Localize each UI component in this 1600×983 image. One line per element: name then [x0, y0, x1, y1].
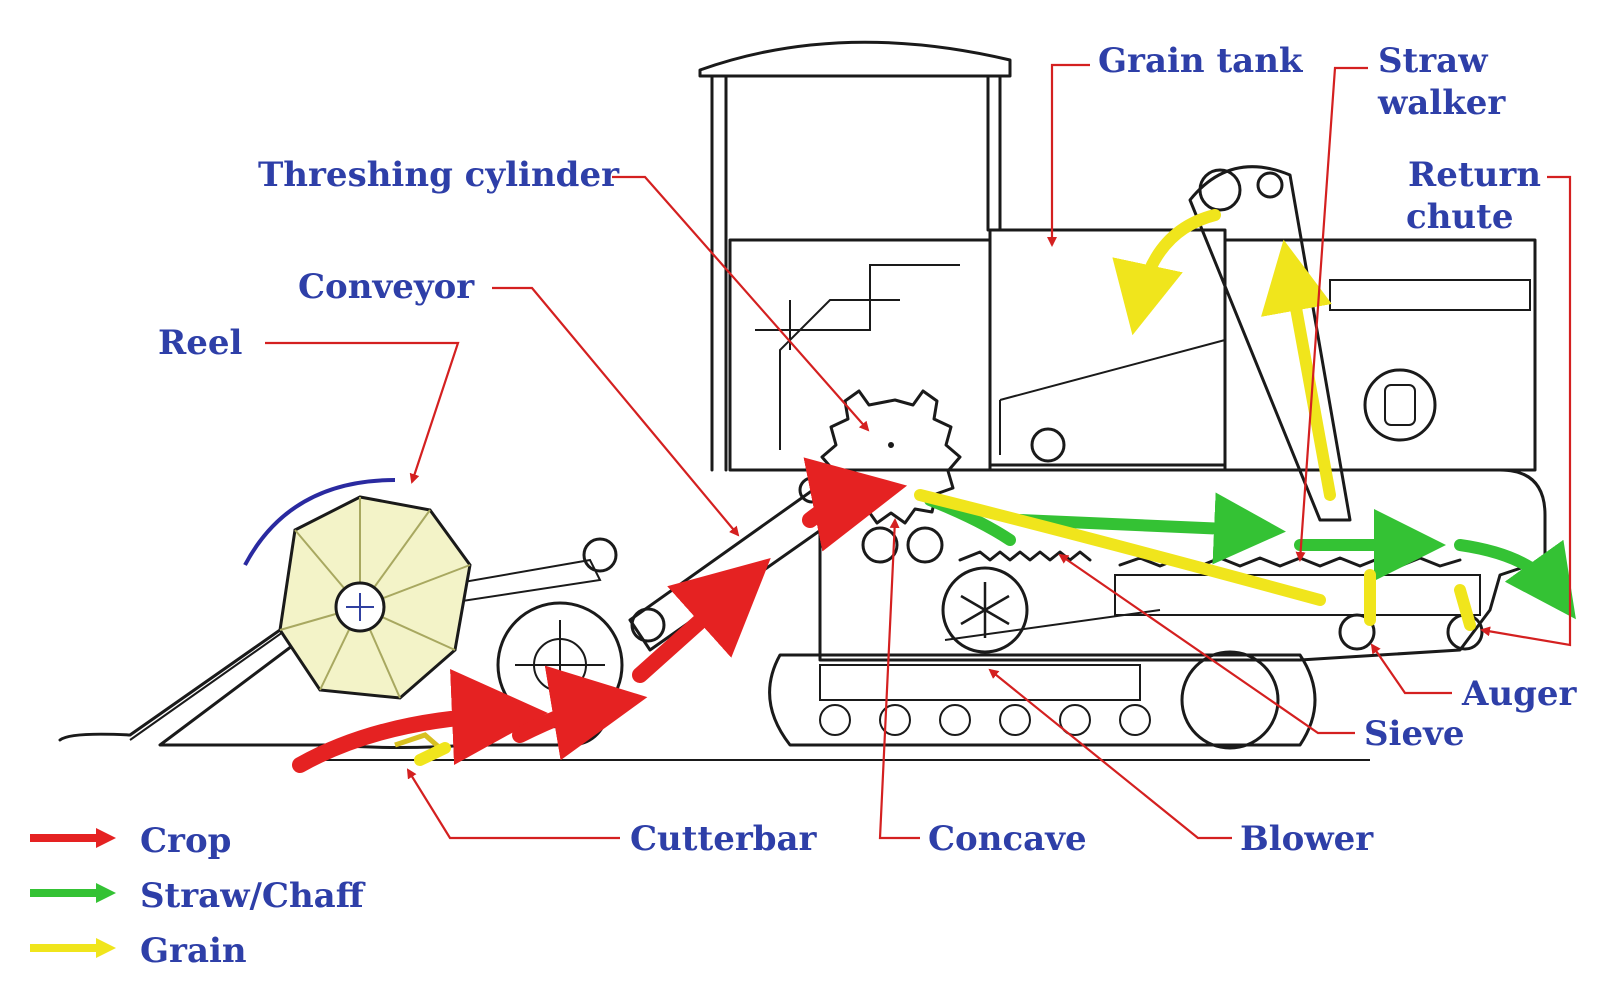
- leader-return-chute: [1480, 175, 1572, 647]
- crawler-track: [768, 653, 1317, 747]
- crop-flow: [292, 457, 908, 773]
- crop-arrow-cylinder: [802, 457, 908, 552]
- label-threshing-cylinder: Threshing cylinder: [258, 155, 620, 195]
- leader-cutterbar: [406, 768, 620, 840]
- conveyor-lower-roller: [630, 607, 666, 643]
- grain-arrow-elevator: [1261, 239, 1336, 501]
- label-straw-walker-1: Straw: [1378, 41, 1488, 81]
- label-straw-walker-2: walker: [1377, 83, 1506, 123]
- tank-auger-roller: [1030, 427, 1066, 463]
- label-auger: Auger: [1461, 674, 1578, 714]
- label-blower: Blower: [1240, 819, 1374, 859]
- label-cutterbar: Cutterbar: [630, 819, 818, 859]
- label-conveyor: Conveyor: [298, 267, 475, 307]
- cab-roof: [698, 40, 1012, 78]
- leader-lines: [265, 63, 1572, 840]
- leader-straw-walker: [1295, 66, 1368, 562]
- track-drive-sprocket: [1180, 650, 1280, 750]
- legend-label-crop: Crop: [140, 821, 231, 861]
- leader-sieve: [1058, 553, 1355, 735]
- straw-arrow-exit: [1454, 539, 1576, 620]
- auger-left: [1338, 613, 1376, 651]
- engine-wheel: [1363, 368, 1437, 442]
- cutterbar-blade: [394, 732, 442, 750]
- leader-concave: [878, 518, 920, 840]
- label-sieve: Sieve: [1364, 714, 1465, 754]
- crop-arrow-conveyor: [632, 557, 771, 683]
- leader-grain-tank: [1047, 63, 1090, 247]
- legend-label-straw-chaff: Straw/Chaff: [140, 876, 366, 916]
- label-return-chute-1: Return: [1408, 155, 1541, 195]
- engine-housing: [1223, 238, 1537, 472]
- legend: Crop Straw/Chaff Grain: [30, 821, 366, 971]
- legend-item-grain: Grain: [30, 931, 247, 971]
- concave-roller-1: [861, 526, 899, 564]
- label-return-chute-2: chute: [1406, 197, 1513, 237]
- feeder-conveyor: [628, 483, 837, 652]
- crop-arrow-intake: [292, 669, 548, 773]
- crop-arrow-auger: [512, 665, 648, 761]
- legend-label-grain: Grain: [140, 931, 247, 971]
- machine-drawing: [58, 40, 1547, 761]
- grain-flow: [414, 209, 1476, 766]
- straw-arrow-1: [1014, 492, 1286, 565]
- leader-blower: [988, 668, 1232, 840]
- legend-item-crop: Crop: [30, 821, 231, 861]
- labels: Reel Conveyor Threshing cylinder Grain t…: [158, 41, 1578, 859]
- grain-tank-box: [988, 228, 1227, 467]
- leader-threshing-cylinder: [612, 175, 870, 432]
- reel-rotation-arc: [243, 478, 396, 566]
- label-reel: Reel: [158, 323, 243, 363]
- concave-roller-2: [906, 526, 944, 564]
- cab-body: [728, 238, 992, 472]
- label-grain-tank: Grain tank: [1098, 41, 1304, 81]
- elevator-head-wheel: [1198, 168, 1242, 212]
- label-concave: Concave: [928, 819, 1087, 859]
- legend-item-straw-chaff: Straw/Chaff: [30, 876, 366, 916]
- track-rollers: [819, 704, 1151, 736]
- grain-arrow-tank: [1112, 209, 1221, 336]
- blower-fan: [941, 566, 1029, 654]
- sieve-upper: [958, 550, 1092, 562]
- leader-reel: [265, 341, 460, 484]
- leader-auger: [1370, 643, 1452, 695]
- leader-conveyor: [492, 286, 740, 537]
